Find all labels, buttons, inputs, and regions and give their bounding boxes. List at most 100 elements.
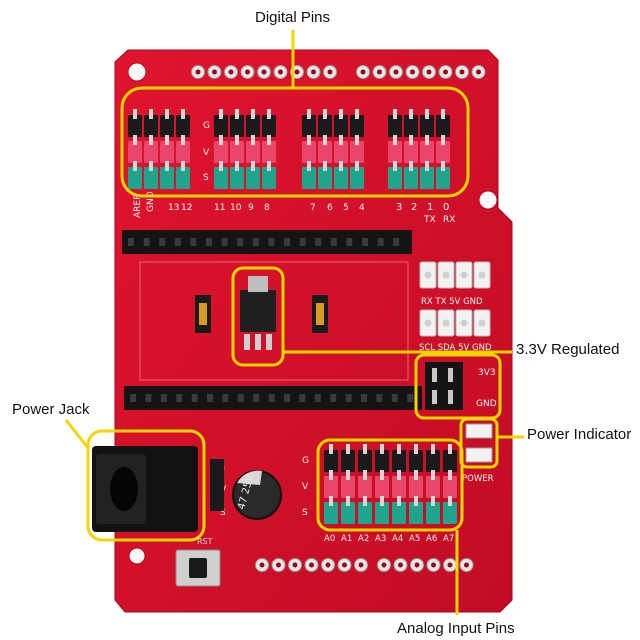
top-pad-hole: [443, 69, 448, 75]
i2c-header-label: SCL SDA 5V GND: [419, 343, 492, 353]
analog-pin-post: [380, 470, 384, 480]
pin-13-label: 13: [168, 203, 179, 213]
digital-pin-post: [393, 161, 397, 171]
digital-pin: [230, 141, 244, 163]
digital-pin: [436, 141, 450, 163]
capacitor-left-band: [199, 303, 207, 325]
socket-hole: [207, 394, 213, 402]
top-pad-row: [191, 65, 486, 79]
pin-3-label: 3: [396, 202, 402, 213]
analog-pin-post: [329, 470, 333, 480]
regulated-pin: [432, 368, 437, 382]
digital-pin: [214, 115, 228, 137]
analog-pin: [443, 450, 457, 472]
bottom-pad-hole: [381, 562, 387, 568]
digital-pin: [388, 115, 402, 137]
digital-pin-post: [339, 109, 343, 119]
analog-pins-highlight: [316, 438, 464, 532]
row-label-v: V: [203, 148, 210, 158]
digital-pin: [318, 115, 332, 137]
digital-pin: [318, 167, 332, 189]
bottom-pad-hole: [325, 562, 331, 568]
socket-hole: [222, 394, 229, 402]
analog-label-a1: A1: [341, 534, 352, 544]
analog-pins-callout: Analog Input Pins: [397, 620, 515, 637]
analog-pin: [426, 476, 440, 498]
bottom-pad-hole: [447, 562, 453, 568]
digital-pin: [262, 167, 276, 189]
top-pad-hole: [294, 69, 300, 75]
bottom-pad-hole: [309, 562, 314, 568]
regulated-highlight: [414, 353, 502, 420]
analog-row-v: V: [302, 482, 309, 492]
power-indicator-highlight: [459, 417, 499, 469]
digital-pin: [302, 115, 316, 137]
digital-pin: [262, 115, 276, 137]
white-header-pin-hole: [460, 319, 468, 327]
socket-hole: [391, 394, 398, 402]
digital-pin-post: [323, 161, 327, 171]
socket-hole: [174, 238, 181, 246]
rx-label: RX: [443, 215, 455, 225]
socket-hole: [145, 394, 152, 402]
digital-pin-post: [251, 109, 255, 119]
analog-pin: [341, 450, 355, 472]
analog-label-a6: A6: [426, 534, 437, 544]
socket-hole: [143, 238, 150, 246]
digital-pin-post: [323, 109, 327, 119]
white-header-pin-hole: [460, 271, 468, 279]
row-label-s: S: [203, 173, 209, 183]
digital-pin-post: [441, 135, 445, 145]
digital-pin-post: [181, 109, 185, 119]
bottom-pad-hole: [342, 562, 347, 568]
digital-pin: [128, 115, 142, 137]
analog-pin-post: [346, 496, 350, 506]
analog-pin: [443, 476, 457, 498]
digital-pin-post: [441, 161, 445, 171]
regulated-pin: [432, 390, 437, 404]
top-pad-hole: [459, 69, 465, 75]
digital-pin: [176, 115, 190, 137]
digital-pin: [144, 115, 158, 137]
pin-6-label: 6: [327, 203, 333, 213]
gnd-label: GND: [146, 191, 156, 212]
analog-pin: [426, 502, 440, 524]
digital-pin: [334, 141, 348, 163]
digital-pin-post: [235, 135, 239, 145]
analog-pin: [392, 450, 406, 472]
socket-bottom-holes: [130, 394, 414, 402]
power-jack-callout: Power Jack: [12, 401, 90, 418]
socket-hole: [377, 238, 384, 246]
pin-7-label: 7: [310, 203, 316, 213]
digital-pin-post: [339, 161, 343, 171]
digital-pin-post: [425, 135, 429, 145]
digital-pin-post: [409, 161, 413, 171]
diode: [210, 459, 224, 511]
top-pad-hole: [377, 69, 382, 75]
analog-pin: [324, 476, 338, 498]
pin-8-label: 8: [264, 203, 270, 213]
socket-hole: [130, 394, 136, 402]
socket-hole: [190, 238, 197, 246]
socket-hole: [128, 238, 134, 246]
analog-pin-post: [431, 496, 435, 506]
socket-hole: [221, 238, 228, 246]
analog-pin: [324, 450, 338, 472]
digital-pin: [230, 115, 244, 137]
analog-label-a4: A4: [392, 534, 403, 544]
digital-pin: [404, 141, 418, 163]
socket-hole: [376, 394, 383, 402]
socket-hole: [268, 238, 275, 246]
analog-label-a7: A7: [443, 534, 454, 544]
analog-pin: [358, 502, 372, 524]
top-pad-hole: [278, 69, 283, 75]
capacitor-right-band: [316, 303, 324, 325]
digital-pin: [334, 167, 348, 189]
top-pad-hole: [393, 69, 399, 75]
analog-pin-post: [448, 444, 452, 454]
analog-pin: [409, 450, 423, 472]
socket-hole: [345, 394, 352, 402]
analog-pin: [341, 502, 355, 524]
pin-4-label: 4: [359, 203, 365, 213]
analog-pin-post: [363, 444, 367, 454]
